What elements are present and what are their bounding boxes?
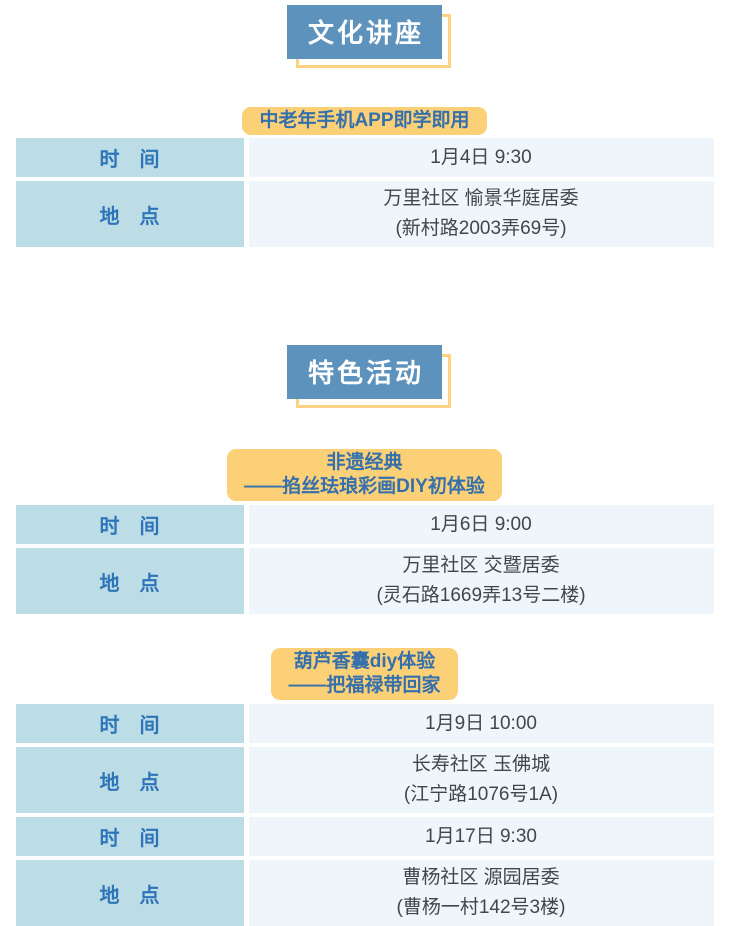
- event-badge-cloisonne-diy: 非遗经典 ——掐丝珐琅彩画DIY初体验: [227, 449, 502, 501]
- row-label-cell: 时 间: [15, 505, 244, 544]
- row-value-line: 1月6日 9:00: [430, 513, 532, 535]
- row-value-cell: 万里社区 愉景华庭居委 (新村路2003弄69号): [248, 181, 714, 247]
- row-value-cell: 1月9日 10:00: [248, 704, 714, 743]
- row-value-line: 万里社区 交暨居委: [402, 555, 560, 576]
- row-label-cell: 地 点: [15, 747, 244, 813]
- badge-line: 葫芦香囊diy体验: [293, 651, 436, 672]
- row-label-cell: 时 间: [15, 817, 244, 856]
- section-title-box: 文化讲座: [286, 5, 442, 59]
- row-value-cell: 万里社区 交暨居委 (灵石路1669弄13号二楼): [248, 548, 714, 614]
- row-value-line: 曹杨社区 源园居委: [402, 867, 560, 888]
- table-row: 地 点 长寿社区 玉佛城 (江宁路1076号1A): [15, 747, 714, 813]
- row-value-line: (灵石路1669弄13号二楼): [376, 585, 586, 606]
- table-row: 时 间 1月17日 9:30: [15, 817, 714, 856]
- badge-line: 中老年手机APP即学即用: [259, 110, 470, 131]
- event-table-cloisonne-diy: 时 间 1月6日 9:00 地 点 万里社区 交暨居委 (灵石路1669弄13号…: [15, 505, 714, 614]
- row-label: 时 间: [99, 516, 160, 538]
- row-value-line: 1月17日 9:30: [425, 825, 537, 847]
- row-label: 地 点: [99, 771, 160, 794]
- row-label: 时 间: [99, 149, 160, 171]
- row-value-line: (新村路2003弄69号): [395, 218, 567, 239]
- table-row: 地 点 万里社区 交暨居委 (灵石路1669弄13号二楼): [15, 548, 714, 614]
- row-value-line: 万里社区 愉景华庭居委: [383, 188, 579, 209]
- row-value-line: (曹杨一村142号3楼): [396, 897, 566, 918]
- event-badge-gourd-sachet-diy: 葫芦香囊diy体验 ——把福禄带回家: [271, 648, 458, 700]
- row-label: 时 间: [99, 828, 160, 850]
- row-value-line: (江宁路1076号1A): [403, 784, 559, 805]
- row-label: 时 间: [99, 715, 160, 737]
- row-label-cell: 地 点: [15, 181, 244, 247]
- section-title-box: 特色活动: [286, 345, 442, 399]
- row-label-cell: 地 点: [15, 860, 244, 926]
- table-row: 地 点 万里社区 愉景华庭居委 (新村路2003弄69号): [15, 181, 714, 247]
- row-value-cell: 1月4日 9:30: [248, 138, 714, 177]
- section-title-text: 特色活动: [307, 358, 424, 388]
- badge-line: ——把福禄带回家: [288, 675, 441, 696]
- event-badge-phone-app: 中老年手机APP即学即用: [242, 107, 487, 135]
- row-label-cell: 时 间: [15, 138, 244, 177]
- row-value-line: 1月9日 10:00: [425, 712, 537, 734]
- row-value-line: 长寿社区 玉佛城: [411, 754, 551, 775]
- table-row: 地 点 曹杨社区 源园居委 (曹杨一村142号3楼): [15, 860, 714, 926]
- row-label: 地 点: [99, 884, 160, 907]
- row-label: 地 点: [99, 572, 160, 595]
- row-value-cell: 曹杨社区 源园居委 (曹杨一村142号3楼): [248, 860, 714, 926]
- row-value-cell: 1月17日 9:30: [248, 817, 714, 856]
- table-row: 时 间 1月4日 9:30: [15, 138, 714, 177]
- badge-line: ——掐丝珐琅彩画DIY初体验: [244, 476, 485, 497]
- row-value-cell: 长寿社区 玉佛城 (江宁路1076号1A): [248, 747, 714, 813]
- row-label-cell: 地 点: [15, 548, 244, 614]
- event-table-gourd-sachet-diy: 时 间 1月9日 10:00 地 点 长寿社区 玉佛城 (江宁路1076号1A)…: [15, 704, 714, 926]
- row-label-cell: 时 间: [15, 704, 244, 743]
- section-title-text: 文化讲座: [307, 18, 424, 48]
- section-title-special-activities: 特色活动: [286, 345, 451, 408]
- table-row: 时 间 1月6日 9:00: [15, 505, 714, 544]
- row-label: 地 点: [99, 205, 160, 228]
- table-row: 时 间 1月9日 10:00: [15, 704, 714, 743]
- row-value-line: 1月4日 9:30: [430, 146, 532, 168]
- event-table-phone-app: 时 间 1月4日 9:30 地 点 万里社区 愉景华庭居委 (新村路2003弄6…: [15, 138, 714, 247]
- section-title-culture-lecture: 文化讲座: [286, 5, 451, 68]
- row-value-cell: 1月6日 9:00: [248, 505, 714, 544]
- badge-line: 非遗经典: [326, 452, 403, 473]
